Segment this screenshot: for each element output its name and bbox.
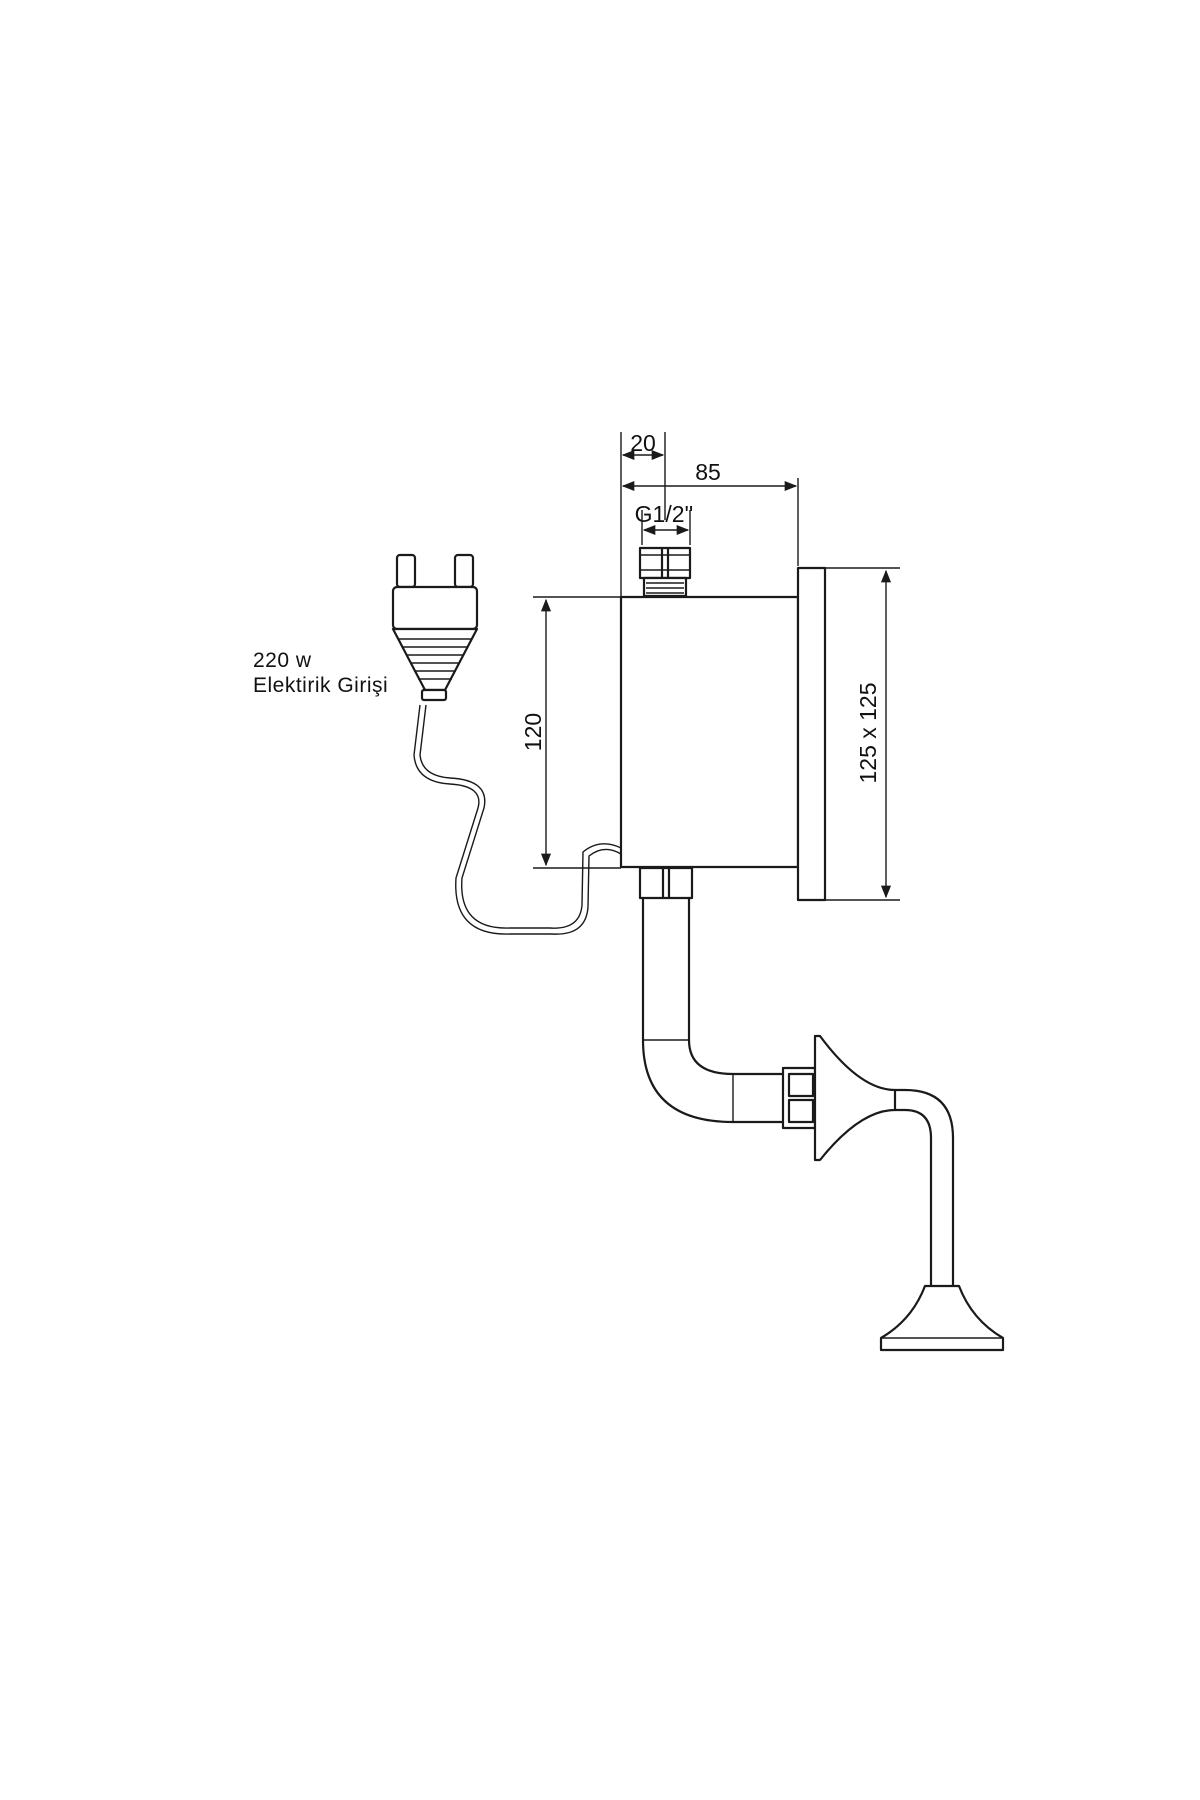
dim-thread-label: G1/2'' xyxy=(635,501,694,527)
dim-120-label: 120 xyxy=(520,713,546,751)
dimension-thread: G1/2'' xyxy=(635,501,694,545)
power-cable xyxy=(413,704,622,935)
power-rating-label: 220 w xyxy=(253,649,312,672)
shower-arm xyxy=(893,1088,955,1288)
shower-flange-cone xyxy=(813,1034,897,1162)
dimension-plate-size: 125 x 125 xyxy=(825,567,900,901)
dimension-body-depth: 85 xyxy=(621,459,799,566)
shower-head xyxy=(879,1284,1005,1352)
outlet-coupling xyxy=(638,866,694,900)
wall-plate xyxy=(796,566,827,902)
dim-20-label: 20 xyxy=(630,430,656,456)
main-body xyxy=(619,595,800,869)
dimension-body-height: 120 xyxy=(520,596,621,869)
power-plug xyxy=(391,553,479,702)
dimension-nipple-width: 20 xyxy=(620,430,666,598)
dim-125-label: 125 x 125 xyxy=(855,682,881,783)
pipe-nut xyxy=(781,1066,817,1130)
inlet-nipple xyxy=(638,546,692,598)
dim-85-label: 85 xyxy=(695,459,721,485)
electrical-input-label: Elektirik Girişi xyxy=(253,674,388,697)
outlet-pipe xyxy=(641,896,785,1124)
